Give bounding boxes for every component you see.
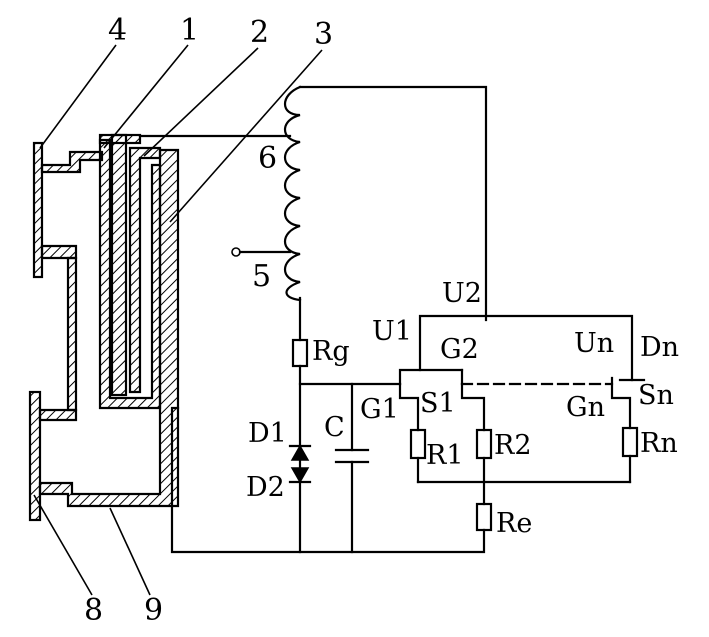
label-un: Un (574, 328, 614, 359)
top-flange-plate (32, 141, 44, 279)
label-re: Re (496, 508, 532, 539)
outer-housing-foot (38, 408, 78, 422)
label-r2: R2 (494, 430, 532, 461)
label-part-6: 6 (258, 141, 277, 176)
label-part-1: 1 (180, 13, 199, 48)
diode-d1 (290, 444, 310, 461)
label-s1: S1 (420, 388, 456, 419)
outer-housing-side (66, 256, 78, 412)
diode-d2 (290, 467, 310, 484)
label-gn: Gn (566, 392, 605, 423)
central-rod (110, 133, 128, 397)
label-c: C (324, 412, 345, 443)
bottom-flange-plate (28, 390, 42, 522)
label-g1: G1 (360, 394, 399, 425)
resistor-rn (621, 426, 639, 458)
electrode-outer-tube (98, 138, 162, 410)
inner-sleeve (128, 146, 162, 394)
coil-winding (283, 85, 302, 302)
label-part-3: 3 (314, 17, 333, 52)
base-housing (38, 148, 180, 508)
label-rn: Rn (640, 428, 678, 459)
resistor-re (475, 502, 493, 532)
circuit-wires (138, 85, 646, 554)
label-sn: Sn (638, 380, 674, 411)
outer-housing (40, 150, 104, 174)
label-part-9: 9 (144, 593, 163, 628)
labels: 4 1 2 3 6 5 8 9 Rg D1 D2 C U1 U2 G1 G2 S… (84, 13, 679, 628)
resistor-r1 (409, 428, 427, 460)
resistor-r2 (475, 428, 493, 460)
label-r1: R1 (426, 440, 464, 471)
diodes (288, 444, 312, 484)
label-d1: D1 (248, 418, 287, 449)
outer-housing-side-top (40, 244, 78, 260)
label-u1: U1 (372, 316, 412, 347)
label-u2: U2 (442, 278, 482, 309)
label-g2: G2 (440, 334, 479, 365)
label-part-5: 5 (252, 259, 271, 294)
label-part-2: 2 (250, 15, 269, 50)
label-part-8: 8 (84, 593, 103, 628)
label-part-4: 4 (108, 13, 127, 48)
resistors (291, 338, 639, 532)
label-rg: Rg (312, 336, 350, 367)
label-dn: Dn (640, 332, 679, 363)
label-d2: D2 (246, 472, 285, 503)
rod-cap (98, 133, 142, 145)
mechanical-assembly (28, 133, 180, 522)
resistor-rg (291, 338, 309, 368)
